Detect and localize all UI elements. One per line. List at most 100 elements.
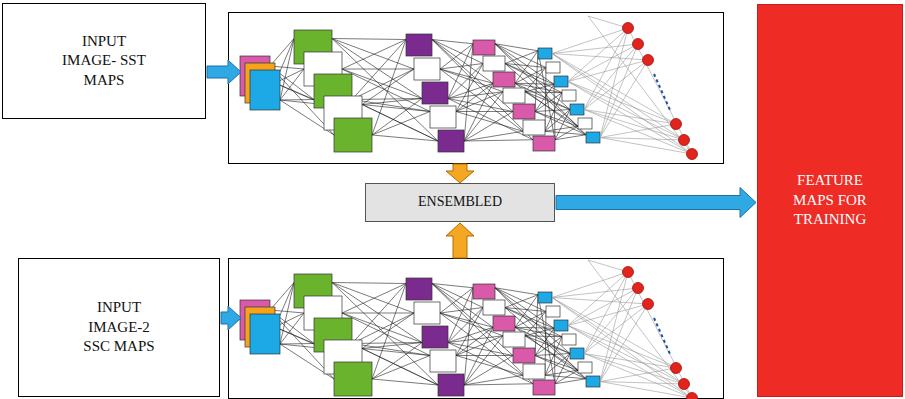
feature-map (483, 56, 505, 71)
node-label: FEATURE MAPS FOR TRAINING (780, 171, 880, 230)
feature-map (538, 48, 552, 59)
network-link (456, 92, 503, 112)
feature-map (473, 40, 495, 55)
output-neuron (643, 55, 654, 66)
feature-map (473, 284, 495, 299)
output-link (588, 16, 628, 28)
output-neuron (643, 299, 654, 310)
network-link (464, 336, 503, 385)
ellipsis-dash (654, 318, 670, 354)
network-link (342, 313, 422, 343)
feature-map (406, 278, 432, 300)
output-link (600, 44, 638, 138)
network-link (464, 112, 513, 142)
network-link (372, 99, 422, 136)
network-link (464, 140, 533, 141)
feature-map (570, 104, 584, 115)
network-link (342, 284, 406, 314)
network-link (456, 83, 493, 111)
network-link (432, 40, 473, 44)
output-neuron (671, 119, 682, 130)
feature-map (554, 76, 568, 87)
feature-map (438, 374, 464, 396)
network-link (525, 92, 562, 93)
output-link (600, 60, 648, 138)
network-link (515, 83, 554, 84)
network-link (456, 64, 483, 112)
network-link (515, 51, 538, 84)
feature-map (414, 302, 440, 324)
output-link (600, 368, 676, 382)
network-link (554, 328, 555, 384)
feature-map (562, 90, 576, 101)
network-link (332, 283, 406, 284)
feature-map (578, 118, 592, 129)
network-link (440, 64, 483, 70)
network-link (362, 99, 422, 105)
feature-map (546, 306, 560, 317)
network-link (535, 295, 538, 356)
output-link (588, 16, 692, 154)
network-link (495, 44, 586, 135)
network-link (464, 384, 533, 385)
output-neuron (679, 135, 690, 146)
network-link (440, 308, 483, 314)
network-link (515, 295, 538, 328)
network-link (554, 84, 555, 140)
network-link (448, 44, 473, 99)
feature-map (586, 132, 600, 143)
network-link (372, 135, 438, 141)
network-link (362, 313, 414, 349)
network-link (535, 84, 554, 111)
feature-map (513, 348, 535, 363)
output-box: FEATURE MAPS FOR TRAINING (757, 4, 903, 397)
network-link (352, 40, 406, 100)
output-neuron (671, 363, 682, 374)
feature-map (533, 380, 555, 395)
network-link (352, 284, 406, 344)
feature-map (483, 300, 505, 315)
output-link (584, 44, 638, 110)
network-link (505, 51, 538, 64)
network-link (456, 355, 513, 356)
feature-map (422, 326, 448, 348)
cnn-network (240, 260, 698, 399)
network-link (280, 313, 304, 344)
network-link (535, 354, 570, 356)
network-link (332, 283, 414, 314)
network-link (332, 39, 406, 40)
network-link (495, 288, 586, 379)
output-link (584, 110, 684, 141)
output-neuron (623, 23, 634, 34)
feature-map (422, 82, 448, 104)
network-link (372, 356, 430, 380)
network-link (555, 135, 586, 140)
cnn-network (240, 16, 698, 160)
output-link (584, 288, 638, 354)
input-arrow (221, 306, 241, 330)
output-link (628, 28, 692, 154)
feature-map (538, 292, 552, 303)
network-link (545, 375, 586, 379)
network-link (362, 105, 438, 142)
feature-map (513, 104, 535, 119)
output-link (584, 110, 676, 125)
network-link (545, 337, 562, 376)
feature-map (430, 106, 456, 128)
output-link (568, 82, 676, 125)
network-link (456, 308, 483, 356)
output-neuron (633, 283, 644, 294)
output-link (552, 54, 676, 125)
network-link (342, 313, 414, 314)
node-label: ENSEMBLED (418, 193, 502, 211)
feature-map (438, 130, 464, 152)
feature-map (250, 314, 280, 354)
network-link (448, 288, 473, 343)
network-link (372, 284, 406, 380)
feature-map (523, 120, 545, 135)
feature-map (533, 136, 555, 151)
network-link (464, 92, 503, 141)
merge-arrow (446, 223, 474, 258)
output-link (552, 288, 638, 298)
